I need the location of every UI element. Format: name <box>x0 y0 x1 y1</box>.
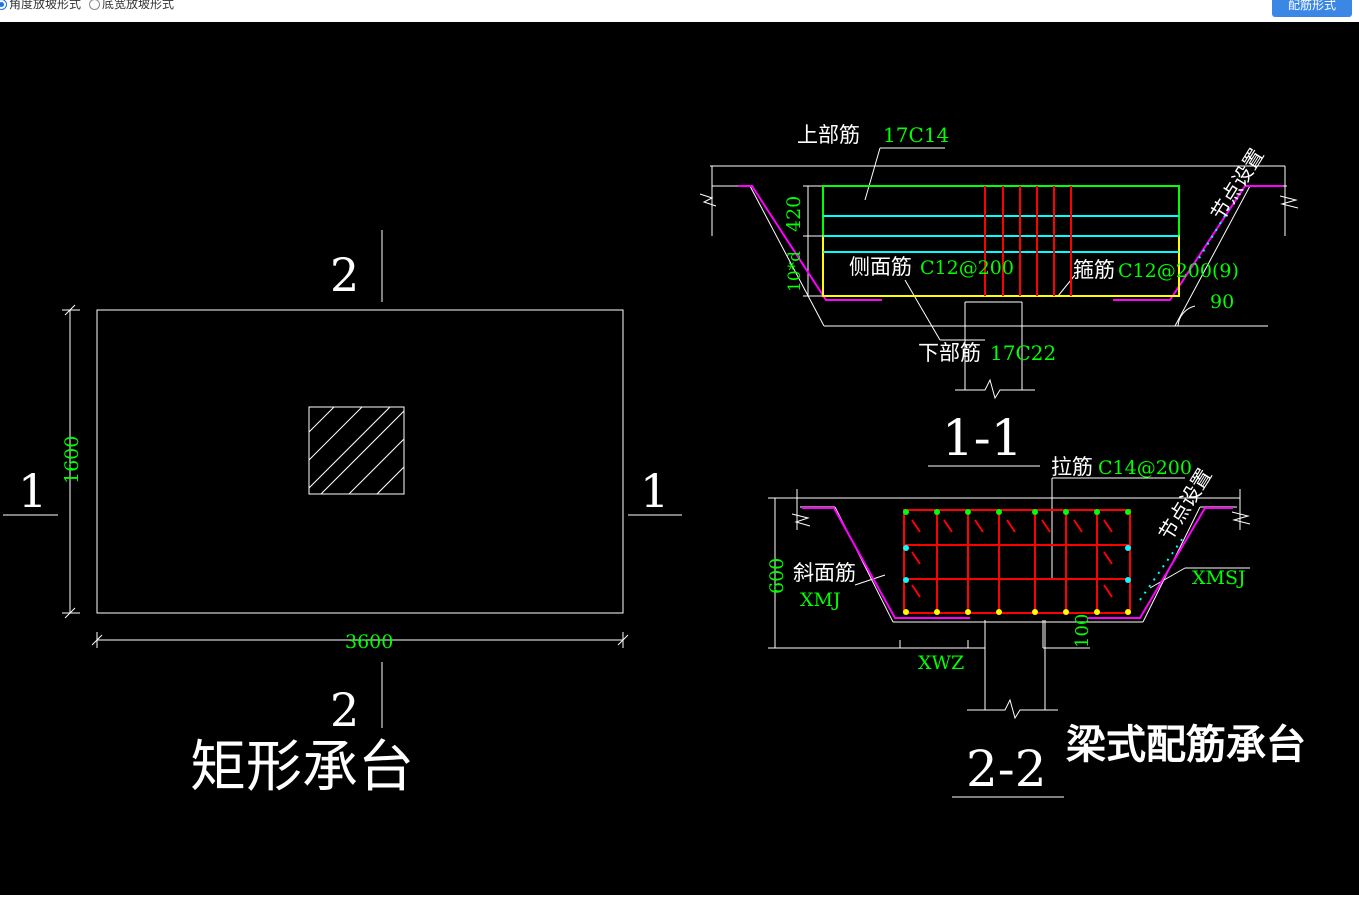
angle-90: 90 <box>1210 291 1234 313</box>
stirrup-value: C12@200(9) <box>1118 260 1239 282</box>
section-1-label-right: 1 <box>640 464 669 518</box>
top-rebar-value: 17C14 <box>883 123 949 147</box>
xmsj-label: XMSJ <box>1192 567 1246 589</box>
cad-drawing-canvas: 2 2 1 1 3600 1600 矩形承台 <box>0 22 1359 895</box>
section-2-label-top: 2 <box>330 248 359 302</box>
bottom-strip <box>0 895 1359 897</box>
side-rebar-value: C12@200 <box>920 257 1014 279</box>
height-dimension: 1600 <box>61 436 83 484</box>
tie-value: C14@200 <box>1098 457 1192 479</box>
section-1-1-title: 1-1 <box>942 409 1023 467</box>
toolbar: 角度放坡形式 底宽放坡形式 配筋形式 <box>0 0 1359 22</box>
radio-width-slope[interactable]: 底宽放坡形式 <box>89 0 174 11</box>
slope-rebar-label: 斜面筋 <box>793 561 856 585</box>
plan-view <box>3 230 682 728</box>
width-dimension: 3600 <box>345 631 393 653</box>
node-setting-1: 节点设置 <box>1206 144 1269 225</box>
dim-10d: 10*d <box>785 251 805 292</box>
tie-label: 拉筋 <box>1051 455 1093 479</box>
plan-outline <box>96 309 624 614</box>
cad-drawing: 2 2 1 1 3600 1600 矩形承台 <box>3 123 1306 800</box>
bottom-rebar-value: 17C22 <box>990 341 1056 365</box>
side-rebar-label: 侧面筋 <box>849 255 912 279</box>
radio-angle-label: 角度放坡形式 <box>9 0 82 11</box>
stirrup-label: 箍筋 <box>1073 258 1115 282</box>
top-rebar-label: 上部筋 <box>797 123 860 147</box>
xwz-label: XWZ <box>918 652 964 674</box>
radio-angle-slope[interactable]: 角度放坡形式 <box>0 0 81 11</box>
rebar-dots <box>903 509 1131 615</box>
section-2-2-title: 2-2 <box>966 740 1047 798</box>
dim-100: 100 <box>1072 614 1093 648</box>
slope-form-options: 角度放坡形式 底宽放坡形式 <box>0 0 180 11</box>
radio-width-label: 底宽放坡形式 <box>102 0 175 11</box>
radio-unchecked-icon[interactable] <box>89 0 101 10</box>
xmj-label: XMJ <box>800 589 841 611</box>
section-1-1 <box>699 147 1299 400</box>
bottom-rebar-label: 下部筋 <box>918 341 981 365</box>
radio-checked-icon[interactable] <box>0 0 7 10</box>
rebar-form-button[interactable]: 配筋形式 <box>1272 0 1352 17</box>
right-drawing-title: 梁式配筋承台 <box>1066 722 1306 768</box>
dim-600: 600 <box>766 558 788 594</box>
column-hatch <box>308 406 405 495</box>
left-drawing-title: 矩形承台 <box>190 735 414 800</box>
section-1-label-left: 1 <box>18 464 47 518</box>
dim-420: 420 <box>783 196 805 232</box>
column-hatched <box>308 406 405 495</box>
section-2-label-bottom: 2 <box>330 683 359 737</box>
section-2-2 <box>768 477 1251 720</box>
